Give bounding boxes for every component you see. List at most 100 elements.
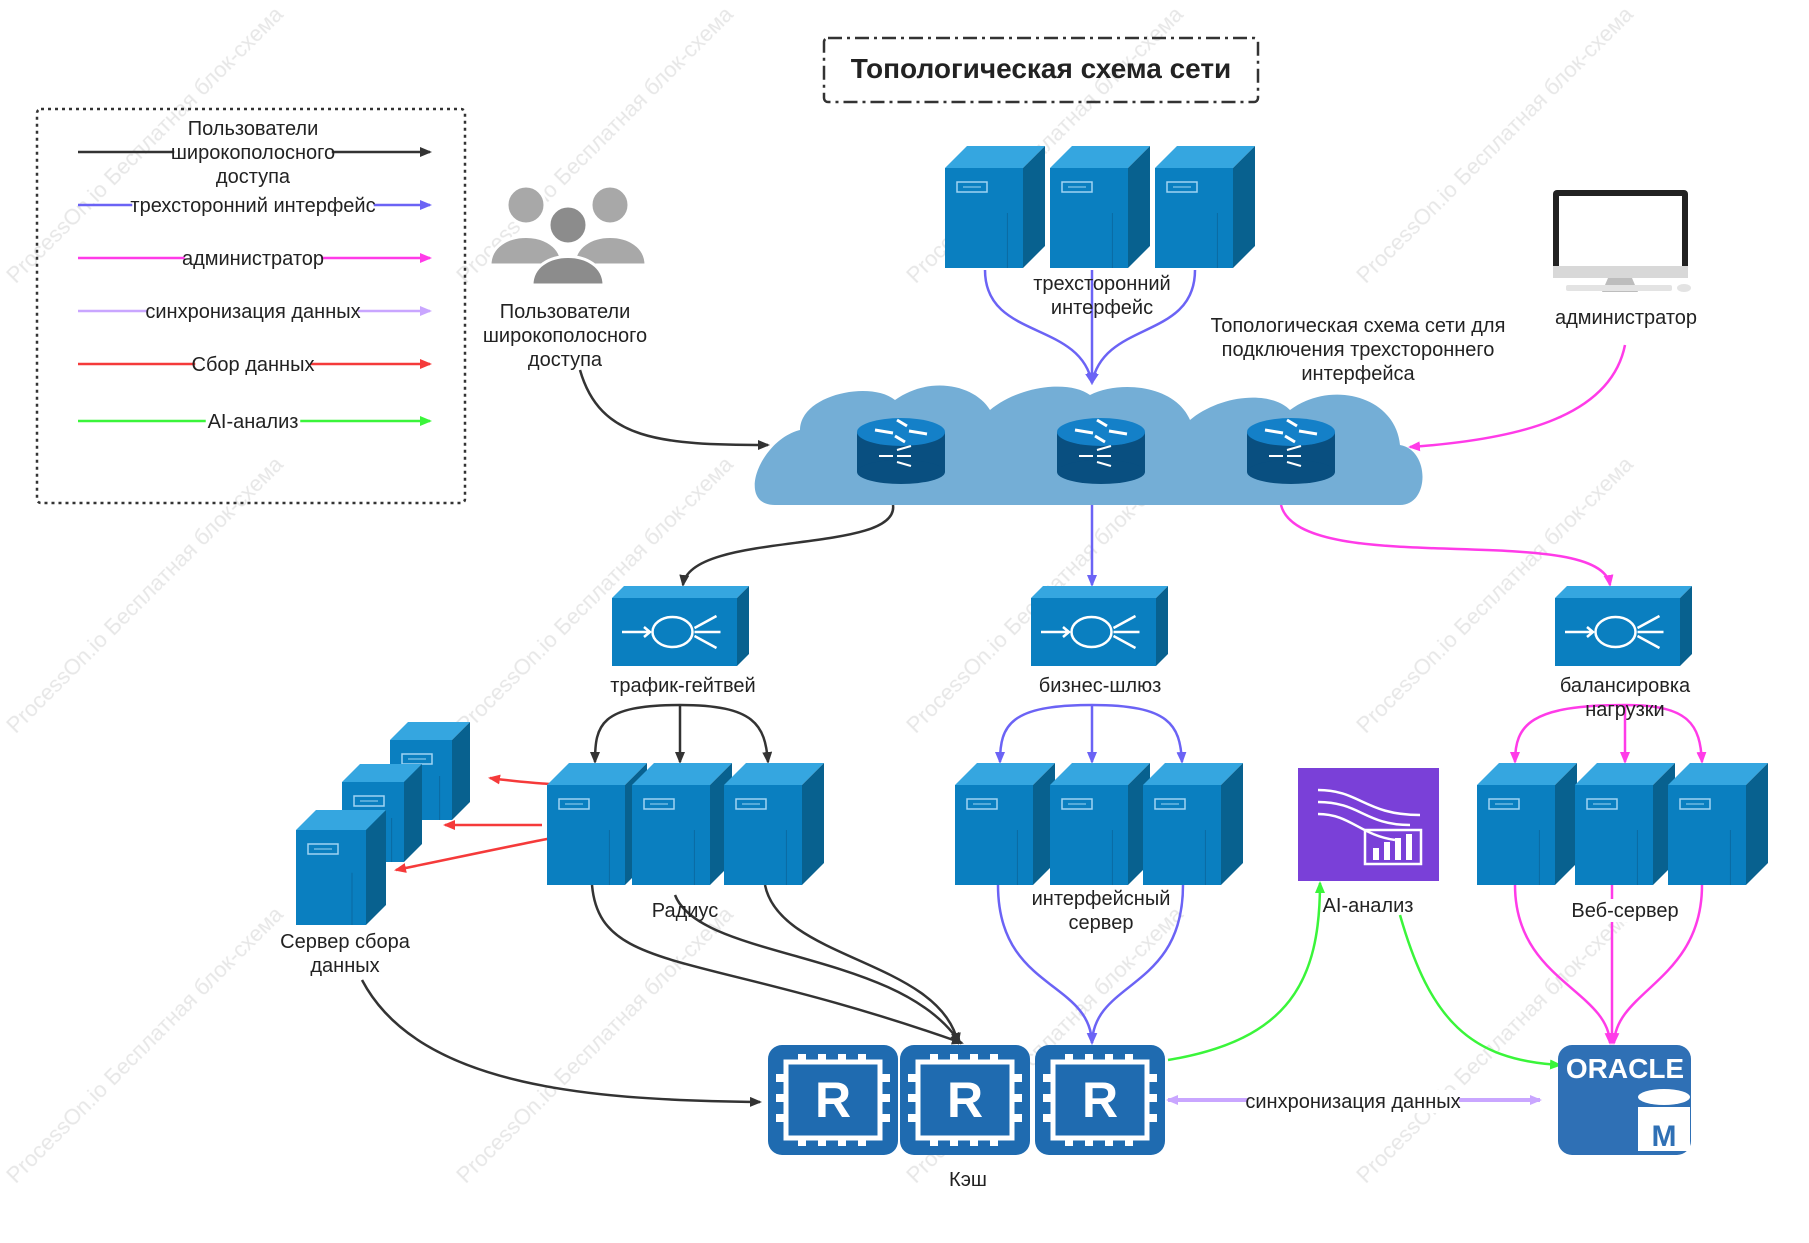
server-drive-slot [1061, 798, 1093, 810]
legend-label: AI-анализ [208, 411, 299, 433]
collector-server-3[interactable] [296, 810, 386, 925]
switch-top [1031, 586, 1168, 598]
router-2[interactable] [1057, 418, 1145, 484]
edge-cache-ai [1167, 881, 1325, 1062]
traffic-gateway[interactable] [612, 586, 749, 666]
edge-traffic-r3 [679, 703, 773, 764]
label-users: широкополосного [483, 325, 647, 347]
three-way-server-3[interactable] [1155, 146, 1255, 268]
edge-admin-cloud [1408, 344, 1627, 452]
server-top [724, 763, 824, 785]
radius-server-3[interactable] [724, 763, 824, 885]
server-front [1668, 785, 1746, 885]
label-load_balancer: нагрузки [1585, 699, 1664, 721]
chip-pin [1125, 1136, 1133, 1146]
edge-3way-right [1088, 269, 1197, 385]
load-balancer[interactable] [1555, 586, 1692, 666]
db-cylinder-body [1638, 1107, 1690, 1151]
server-side [1023, 146, 1045, 268]
cache-chip-body [768, 1045, 898, 1155]
server-front [547, 785, 625, 885]
router-3[interactable] [1247, 418, 1335, 484]
chip-pin [1105, 1054, 1113, 1064]
chip-pin [990, 1054, 998, 1064]
server-drive-slot [353, 795, 385, 807]
chip-pin [908, 1114, 918, 1122]
chip-pin [1147, 1094, 1157, 1102]
edge-balancer-w1 [1510, 703, 1626, 764]
edge-collector-cache [360, 979, 762, 1107]
label-cache: Кэш [949, 1169, 987, 1191]
ai-chart-bar [1395, 838, 1401, 860]
three-way-server-2[interactable] [1050, 146, 1150, 268]
legend-label-bg [132, 194, 374, 217]
legend-label-bg [190, 117, 316, 140]
business-gateway[interactable] [1031, 586, 1168, 666]
label-web_server: Веб-сервер [1571, 900, 1678, 922]
label-three_way_top: интерфейс [1051, 297, 1153, 319]
chip-pin [908, 1094, 918, 1102]
monitor-screen [1559, 196, 1682, 268]
switch-side [1680, 586, 1692, 666]
title-frame [822, 36, 1260, 104]
cache-node-2[interactable]: R [900, 1045, 1030, 1155]
db-badge: M [1652, 1120, 1677, 1153]
router-arrows-icon [874, 418, 928, 444]
edge-radius-cache-2 [673, 894, 962, 1045]
cache-node-1[interactable]: R [768, 1045, 898, 1155]
chip-pin [950, 1136, 958, 1146]
legend-frame [35, 107, 467, 505]
label-collector: данных [310, 955, 379, 977]
server-top [1050, 146, 1150, 168]
chip-pin [930, 1054, 938, 1064]
radius-server-2[interactable] [632, 763, 732, 885]
server-side [802, 763, 824, 885]
edge-3way-left [983, 269, 1096, 385]
server-side [1128, 146, 1150, 268]
edge-traffic-r1 [590, 703, 681, 764]
interface-server-3[interactable] [1143, 763, 1243, 885]
interface-server-2[interactable] [1050, 763, 1150, 885]
cache-node-3[interactable]: R [1035, 1045, 1165, 1155]
router-1[interactable] [857, 418, 945, 484]
label-bg [1247, 1090, 1459, 1113]
web-server-2[interactable] [1575, 763, 1675, 885]
router-base [1247, 460, 1335, 484]
web-server-1[interactable] [1477, 763, 1577, 885]
switch-hub-icon [651, 615, 694, 649]
server-side [452, 722, 470, 820]
server-drive-slot [1488, 798, 1520, 810]
server-side [1555, 763, 1577, 885]
server-top [296, 810, 386, 830]
edge-radius-cache-3 [763, 884, 961, 1045]
user-head [547, 204, 589, 246]
switch-side [737, 586, 749, 666]
label-three_way_top: трехсторонний [1033, 273, 1170, 295]
admin-monitor-icon[interactable] [1553, 190, 1691, 292]
three-way-server-1[interactable] [945, 146, 1045, 268]
router-lines-icon [1079, 445, 1112, 467]
user-body [572, 235, 648, 267]
interface-server-1[interactable] [955, 763, 1055, 885]
web-server-3[interactable] [1668, 763, 1768, 885]
chip-pin [818, 1136, 826, 1146]
server-side [1746, 763, 1768, 885]
server-drive-slot [307, 843, 339, 855]
legend-label-bg [174, 141, 332, 164]
chip-pin [1043, 1114, 1053, 1122]
server-top [342, 764, 422, 782]
legend-label-bg [148, 300, 358, 323]
ai-analysis-icon[interactable] [1298, 768, 1439, 881]
edge-iface-cache-2 [1087, 884, 1185, 1045]
chip-pin [798, 1054, 806, 1064]
label-users: доступа [528, 349, 603, 371]
router-arrows-icon [1264, 418, 1318, 444]
chip-pin [838, 1054, 846, 1064]
router-base [857, 460, 945, 484]
server-drive-slot [1166, 181, 1198, 193]
chip-pin [930, 1136, 938, 1146]
edge-iface-cache-1 [996, 884, 1097, 1045]
